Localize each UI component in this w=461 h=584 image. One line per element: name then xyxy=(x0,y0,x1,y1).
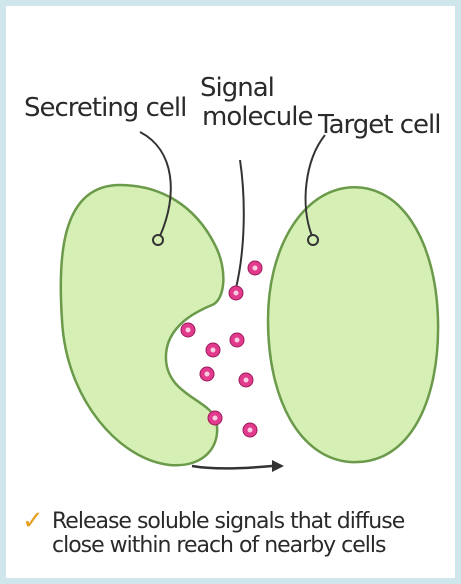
secreting-cell xyxy=(61,185,224,465)
target-cell-label: Target cell xyxy=(318,112,440,138)
signal-molecule-label-line1: Signal xyxy=(200,75,274,101)
caption-text: Release soluble signals that diffuse clo… xyxy=(52,510,452,558)
signal-molecule-label-line2: molecule xyxy=(202,104,312,130)
secreting-cell-label: Secreting cell xyxy=(24,95,186,121)
signal-molecule-leader xyxy=(236,160,244,288)
check-icon: ✓ xyxy=(22,506,44,536)
arrow-right-icon xyxy=(192,460,284,472)
target-cell xyxy=(268,187,438,462)
